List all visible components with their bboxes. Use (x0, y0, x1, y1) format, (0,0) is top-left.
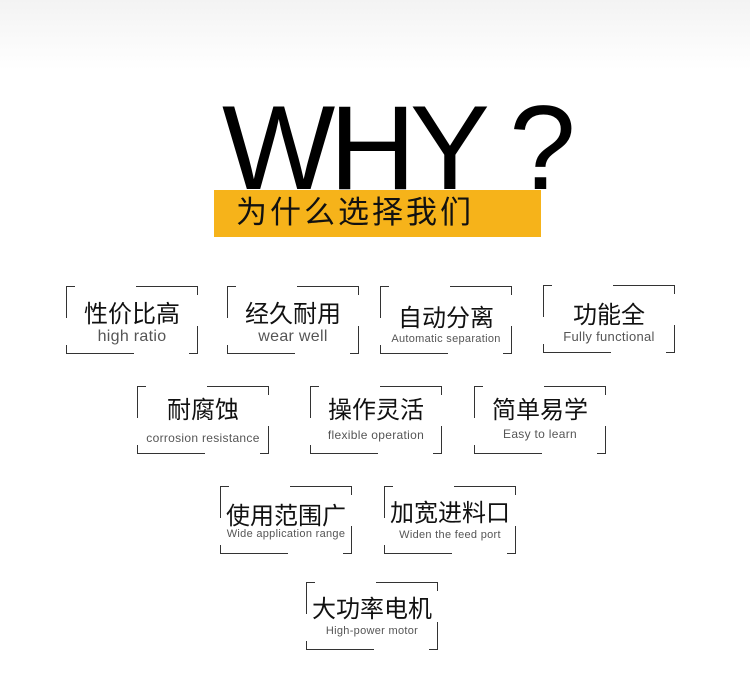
feature-card: 简单易学 Easy to learn (474, 386, 606, 454)
feature-subtitle: Wide application range (226, 528, 346, 540)
feature-title: 性价比高 (84, 300, 180, 328)
feature-subtitle: High-power motor (325, 625, 419, 637)
feature-card: 性价比高 high ratio (66, 286, 198, 354)
feature-title: 使用范围广 (226, 502, 346, 530)
feature-card: 使用范围广 Wide application range (220, 486, 352, 554)
feature-title: 大功率电机 (312, 595, 432, 623)
feature-title: 经久耐用 (245, 300, 341, 328)
feature-title: 加宽进料口 (390, 499, 510, 527)
banner-title: 为什么选择我们 (236, 195, 474, 231)
feature-subtitle: wear well (258, 328, 328, 345)
feature-subtitle: Easy to learn (503, 427, 577, 441)
feature-subtitle: flexible operation (327, 428, 425, 442)
feature-title: 简单易学 (492, 396, 588, 424)
feature-title: 功能全 (573, 301, 645, 329)
headline-banner: 为什么选择我们 (214, 190, 541, 237)
feature-title: 耐腐蚀 (167, 396, 239, 424)
feature-subtitle: Automatic separation (391, 333, 501, 345)
feature-title: 操作灵活 (328, 396, 424, 424)
feature-subtitle: Fully functional (563, 329, 655, 344)
feature-card: 耐腐蚀 corrosion resistance (137, 386, 269, 454)
feature-card: 加宽进料口 Widen the feed port (384, 486, 516, 554)
feature-title: 自动分离 (398, 304, 494, 332)
feature-card: 操作灵活 flexible operation (310, 386, 442, 454)
feature-subtitle: corrosion resistance (146, 431, 260, 445)
feature-subtitle: Widen the feed port (399, 529, 501, 541)
feature-card: 自动分离 Automatic separation (380, 286, 512, 354)
feature-subtitle: high ratio (97, 328, 167, 345)
feature-card: 经久耐用 wear well (227, 286, 359, 354)
feature-card: 大功率电机 High-power motor (306, 582, 438, 650)
feature-card: 功能全 Fully functional (543, 285, 675, 353)
why-heading: WHY ? (222, 81, 576, 215)
